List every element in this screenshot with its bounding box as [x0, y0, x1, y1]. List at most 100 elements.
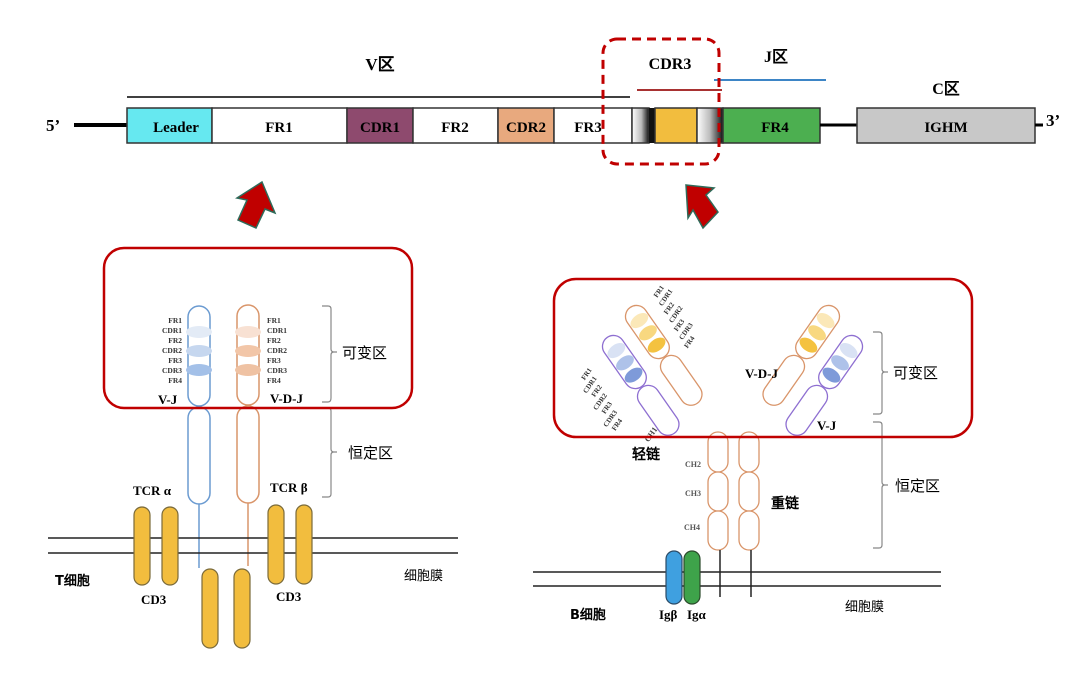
v-region-label: V区: [365, 55, 394, 74]
tcr-alpha-cdr3: [186, 364, 212, 376]
c-region-label: C区: [932, 80, 960, 98]
svg-text:CDR2: CDR2: [162, 346, 182, 355]
light-arm-left: [601, 334, 680, 436]
heavy-cdr1-left: [630, 312, 649, 329]
tcr-beta-cdr1: [235, 326, 261, 338]
tcr-beta-domain-labels: FR1 CDR1 FR2 CDR2 FR3 CDR3 FR4: [267, 316, 287, 385]
up-arrow-icon: [685, 184, 719, 230]
light-arm-right: [785, 334, 864, 436]
ig-alpha-label: Igα: [687, 607, 707, 622]
arrow-right: [685, 184, 719, 230]
fr1-label: FR1: [265, 120, 293, 136]
heavy-cdr2-right: [808, 325, 826, 341]
heavy-cdr1-right: [816, 312, 835, 329]
cd3-left-2: [161, 506, 179, 586]
svg-text:FR4: FR4: [168, 376, 182, 385]
fr4-segment: [722, 107, 821, 144]
tcr-alpha-constant-domain: [187, 406, 211, 505]
light-chain-label: 轻链: [632, 446, 661, 463]
tcr-alpha-label: TCR α: [133, 483, 172, 498]
cd3-left-label: CD3: [141, 592, 167, 607]
svg-text:FR3: FR3: [267, 356, 281, 365]
bcr-vj-label: V-J: [817, 418, 837, 433]
ig-alpha: [683, 550, 701, 605]
svg-text:CDR2: CDR2: [267, 346, 287, 355]
up-arrow-icon: [235, 180, 277, 229]
svg-text:CDR1: CDR1: [162, 326, 182, 335]
tcr-beta-label: TCR β: [270, 480, 308, 495]
cd3-right-2: [295, 504, 313, 585]
cdr3-highlight-box: [601, 37, 721, 166]
ighm-segment: [856, 107, 1036, 144]
svg-text:CDR1: CDR1: [267, 326, 287, 335]
bcr-variable-label: 可变区: [893, 364, 938, 382]
fr4-label: FR4: [761, 120, 789, 136]
svg-text:FR2: FR2: [168, 336, 182, 345]
cdr1-segment: [346, 107, 414, 144]
tcr-beta-cdr2: [235, 345, 261, 357]
heavy-cdr3-left: [647, 337, 666, 353]
fr1-segment: [211, 107, 348, 144]
fr3-segment: [553, 107, 633, 144]
svg-text:FR4: FR4: [267, 376, 281, 385]
leader-label: Leader: [153, 120, 199, 136]
bcr-variable-bracket: [873, 331, 888, 415]
tcr-alpha-domain-labels: FR1 CDR1 FR2 CDR2 FR3 CDR3 FR4: [162, 316, 182, 385]
light-cdr3-left: [624, 367, 643, 383]
tcr-alpha-cdr1: [186, 326, 212, 338]
tcr-constant-bracket: [322, 407, 337, 498]
light-cl-right: [785, 384, 829, 436]
ig-beta: [665, 550, 683, 605]
ig-beta-label: Igβ: [659, 607, 678, 622]
bcr-diagram: FR1 CDR1 FR2 CDR2 FR3 CDR3 FR4 FR1 CDR1 …: [533, 277, 974, 623]
heavy-arm-left: [624, 304, 703, 406]
cd3-zeta-1: [201, 568, 219, 649]
light-cdr1-right: [839, 342, 858, 359]
d-segment: [654, 107, 698, 144]
heavy-ch3-left: [707, 471, 729, 512]
b-cell-membrane-label: 细胞膜: [845, 600, 884, 615]
heavy-ch4-right: [738, 510, 760, 551]
svg-text:CDR3: CDR3: [162, 366, 182, 375]
tcr-beta-cdr3: [235, 364, 261, 376]
tcr-alpha-cdr2: [186, 345, 212, 357]
heavy-ch1-left: [659, 354, 703, 406]
tcr-constant-label: 恒定区: [348, 444, 393, 462]
heavy-ch3-right: [738, 471, 760, 512]
tcr-variable-label: 可变区: [342, 344, 387, 362]
heavy-ch1-right: [762, 354, 806, 406]
arrow-left: [235, 180, 277, 229]
svg-text:FR1: FR1: [168, 316, 182, 325]
tcr-variable-highlight-box: [102, 246, 414, 410]
heavy-cdr2-left: [639, 325, 657, 341]
tcr-variable-bracket: [322, 305, 337, 403]
bcr-constant-bracket: [873, 421, 888, 549]
heavy-arm-right: [762, 304, 841, 406]
fr2-label: FR2: [441, 120, 469, 136]
cdr3-label: CDR3: [649, 56, 692, 73]
light-cdr2-right: [831, 355, 849, 371]
light-cdr1-left: [607, 342, 626, 359]
cd3-right-1: [267, 504, 285, 585]
gene-strip: 5’ V区 Leader FR1 CDR1 FR2 CDR2 FR3 FR4 I…: [46, 37, 1060, 166]
n-region-left: [631, 107, 650, 144]
ch2-label: CH2: [685, 460, 701, 469]
tcr-vdj-label: V-D-J: [270, 391, 303, 406]
heavy-ch4-left: [707, 510, 729, 551]
cdr1-label: CDR1: [360, 120, 400, 136]
ighm-label: IGHM: [924, 120, 967, 136]
cdr2-label: CDR2: [506, 120, 546, 136]
j-region-label: J区: [764, 48, 788, 66]
ch4-label: CH4: [684, 523, 700, 532]
bcr-variable-highlight-box: [552, 277, 974, 439]
fr3-label: FR3: [574, 120, 602, 136]
fr2-segment: [412, 107, 499, 144]
cd3-left-1: [133, 506, 151, 586]
light-cdr2-left: [616, 355, 634, 371]
tcr-beta-constant-domain: [236, 405, 260, 504]
heavy-cdr3-right: [799, 337, 818, 353]
bcr-heavy-domain-labels: FR1 CDR1 FR2 CDR2 FR3 CDR3 FR4: [652, 284, 697, 350]
tcr-vj-label: V-J: [158, 392, 178, 407]
b-cell-label: B细胞: [570, 607, 606, 623]
